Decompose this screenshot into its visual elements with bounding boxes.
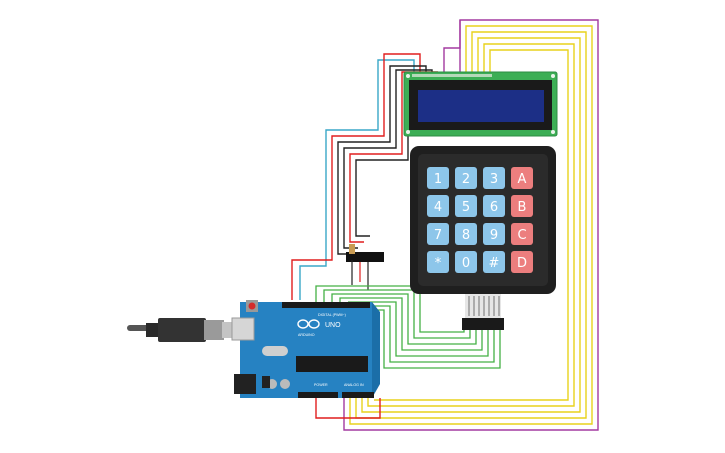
arduino-logo <box>297 319 320 329</box>
key-9[interactable]: 9 <box>483 223 505 245</box>
key-star[interactable]: * <box>427 251 449 273</box>
key-label: 6 <box>490 200 498 215</box>
key-label: C <box>517 228 526 243</box>
wire-red-bottom[interactable] <box>315 398 381 419</box>
wire-red-lcd[interactable] <box>291 53 421 300</box>
lcd-pin-header <box>412 74 492 77</box>
key-1[interactable]: 1 <box>427 167 449 189</box>
wire-black-lcd-1[interactable] <box>337 65 427 255</box>
wire-yellow-5[interactable] <box>374 49 569 401</box>
key-7[interactable]: 7 <box>427 223 449 245</box>
key-label: 8 <box>462 228 470 243</box>
key-label: 0 <box>462 256 470 271</box>
analog-header <box>342 392 374 398</box>
lcd-module[interactable] <box>403 71 558 137</box>
keypad-keys: 1 2 3 A 4 5 6 B 7 8 9 C * 0 # D <box>427 167 533 273</box>
key-label: D <box>517 256 527 271</box>
keypad[interactable]: 1 2 3 A 4 5 6 B 7 8 9 C * 0 # D <box>410 146 556 330</box>
key-A[interactable]: A <box>511 167 533 189</box>
lcd-screen <box>418 90 544 122</box>
board-brand: ARDUINO <box>298 333 315 337</box>
wire-green-1[interactable] <box>315 285 465 333</box>
wire-black-lcd-2[interactable] <box>343 69 433 249</box>
key-C[interactable]: C <box>511 223 533 245</box>
power-jack <box>234 374 256 394</box>
key-2[interactable]: 2 <box>455 167 477 189</box>
long-loop-wires <box>315 19 599 431</box>
wire-green-3[interactable] <box>331 293 477 345</box>
keypad-ribbon <box>465 294 501 318</box>
power-label: POWER <box>314 383 328 387</box>
key-hash[interactable]: # <box>483 251 505 273</box>
power-header <box>298 392 338 398</box>
potentiometer[interactable] <box>346 244 384 290</box>
wire-yellow-2[interactable] <box>355 31 587 419</box>
key-label: 5 <box>462 200 470 215</box>
usb-jack <box>231 317 255 341</box>
key-B[interactable]: B <box>511 195 533 217</box>
wire-yellow-1[interactable] <box>349 25 593 425</box>
key-label: 7 <box>434 228 442 243</box>
key-5[interactable]: 5 <box>455 195 477 217</box>
wire-green-4[interactable] <box>339 297 483 351</box>
wire-yellow-3[interactable] <box>361 37 581 413</box>
wire-cyan[interactable] <box>299 59 415 300</box>
digital-header <box>282 302 370 308</box>
board-name: UNO <box>325 322 341 329</box>
keypad-connector[interactable] <box>462 318 504 330</box>
key-8[interactable]: 8 <box>455 223 477 245</box>
key-label: 3 <box>490 172 498 187</box>
wire-yellow-4[interactable] <box>367 43 575 407</box>
wire-purple-long[interactable] <box>343 19 599 431</box>
digital-label: DIGITAL (PWM~) <box>318 313 346 317</box>
key-6[interactable]: 6 <box>483 195 505 217</box>
wire-green-5[interactable] <box>348 301 489 357</box>
key-label: 4 <box>434 200 442 215</box>
wire-green-2[interactable] <box>323 289 471 339</box>
key-label: 1 <box>434 172 442 187</box>
key-label: # <box>489 256 500 271</box>
analog-label: ANALOG IN <box>344 383 364 387</box>
key-label: B <box>518 200 527 215</box>
key-3[interactable]: 3 <box>483 167 505 189</box>
key-4[interactable]: 4 <box>427 195 449 217</box>
arduino-uno-board[interactable]: UNO ARDUINO DIGITAL (PWM~) POWER ANALOG … <box>231 300 380 398</box>
microcontroller-chip <box>296 356 368 372</box>
usb-cable[interactable] <box>127 318 240 342</box>
key-label: 9 <box>490 228 498 243</box>
key-D[interactable]: D <box>511 251 533 273</box>
key-0[interactable]: 0 <box>455 251 477 273</box>
key-label: * <box>435 256 442 271</box>
wire-purple-short[interactable] <box>443 20 461 72</box>
key-label: A <box>518 172 527 187</box>
key-label: 2 <box>462 172 470 187</box>
